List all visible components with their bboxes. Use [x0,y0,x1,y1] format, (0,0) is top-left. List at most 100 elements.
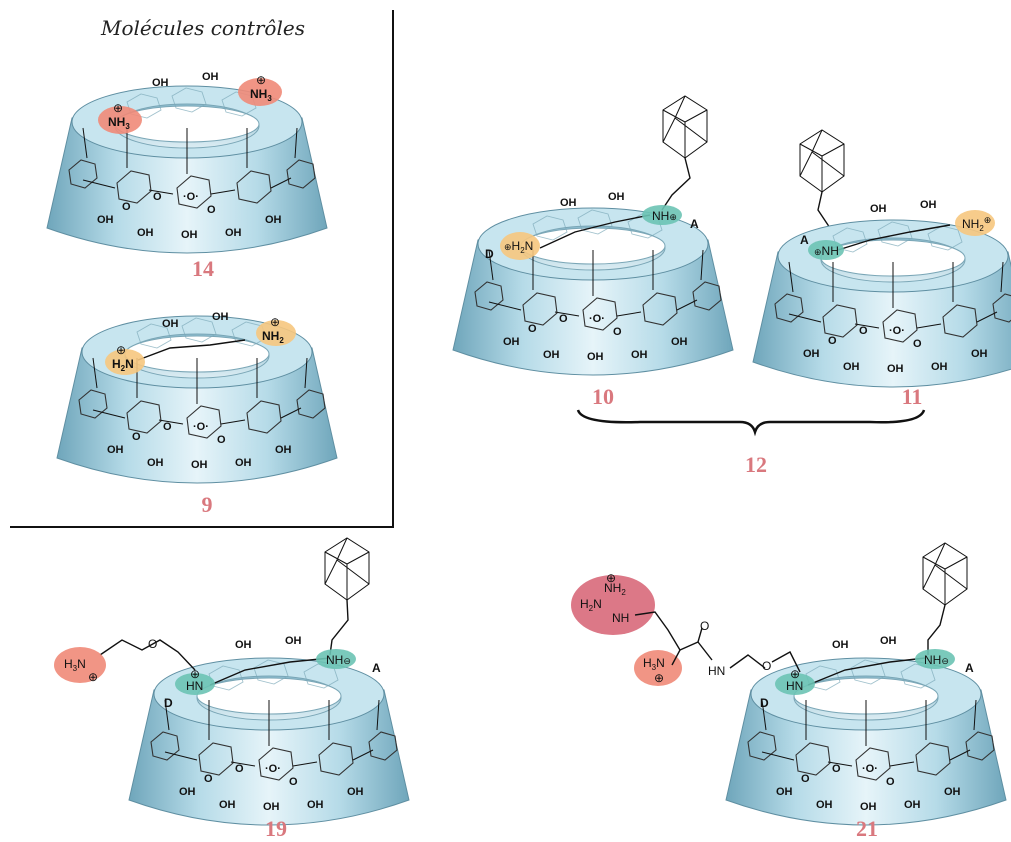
site-d-label: D [164,696,173,710]
svg-text:NH3: NH3 [108,115,130,131]
plus-charge: ⊕ [88,670,98,684]
svg-text:H3N: H3N [643,656,665,672]
oh-label: OH [212,311,229,323]
bridge-chain [807,657,926,686]
peg-chain [99,639,196,671]
svg-text:H2N: H2N [580,597,602,613]
peg-chain [771,651,801,673]
label-10: 10 [592,384,614,409]
bridge-chain [539,214,651,249]
adamantane-cage-icon [324,537,370,601]
plus-charge: ⊕ [256,73,266,87]
linker-chain [661,157,691,211]
molecule-21: O HN O NH2 H2N NH ⊕ H3N ⊕ HN ⊕ NH⊖ A D O… [571,542,1007,826]
nh-label: NH [326,653,343,667]
ammonium-highlight [238,78,282,106]
site-a-label: A [372,661,381,675]
amide-nh-label: HN [708,664,725,678]
ether-oxygen: O [762,659,771,673]
molecule-11: ⊕NH NH2⊕ A OH OH [752,129,1011,388]
svg-text:NH⊖: NH⊖ [326,653,351,667]
cyclodextrin-torus-icon [128,657,410,826]
plus-charge: ⊕ [606,571,616,585]
adamantane-cage-icon [799,129,845,193]
nh-highlight [915,649,955,669]
oh-label: OH [560,197,577,209]
molecule-19: O H3N ⊕ HN ⊕ NH⊖ A D OH OH [54,537,410,826]
carbonyl-bond [679,627,703,651]
linker-chain [329,599,349,656]
bridge-chain [209,657,331,686]
amide-bond [697,641,713,661]
oh-label: OH [880,635,897,647]
plus-charge: ⊕ [270,315,280,329]
label-12: 12 [745,452,767,477]
nh2-label: NH [262,329,279,343]
guanidinium-nh2: NH [604,581,621,595]
frame-title: Molécules contrôles [100,16,305,40]
oh-label: OH [162,318,179,330]
site-d-label: D [485,247,494,261]
label-14: 14 [192,256,214,281]
guanidinium-h2n: H [580,597,589,611]
peg-chain [729,654,766,669]
nh-highlight [775,673,815,695]
h2n-label: H [512,239,521,253]
nh-highlight [316,649,356,669]
svg-text:H3N: H3N [64,657,86,673]
svg-text:NH⊖: NH⊖ [924,653,949,667]
nh-label: NH [924,653,941,667]
linker-chain [927,604,946,655]
molecule-10: NH⊕ ⊕H2N A D OH OH [452,95,734,376]
curly-brace-icon [576,409,926,437]
nh-label: NH [822,244,839,258]
ether-oxygen: O [148,637,157,651]
svg-text:⊕H2N: ⊕H2N [504,239,533,255]
svg-text:H2N: H2N [112,357,134,373]
site-a-label: A [690,217,699,231]
cyclodextrin-torus-icon [46,85,328,254]
svg-text:NH2: NH2 [604,581,626,597]
plus-charge: ⊕ [654,671,664,685]
cyclodextrin-torus-icon [725,657,1007,826]
molecule-9: H2N ⊕ NH2 ⊕ OH OH [56,311,338,484]
oh-label: OH [920,199,937,211]
nh3-label: NH [108,115,125,129]
plus-charge: ⊕ [113,101,123,115]
ammonium-highlight [955,210,995,236]
cyclodextrin-torus-icon [752,219,1011,388]
nh2-label: NH [962,217,979,231]
label-21: 21 [856,816,878,841]
ammonium-highlight [500,232,540,260]
svg-text:NH⊕: NH⊕ [652,209,677,223]
cyclodextrin-torus-icon [56,315,338,484]
svg-text:NH3: NH3 [250,87,272,103]
adamantane-cage-icon [922,542,968,606]
hn-label: HN [186,679,203,693]
nh-highlight [175,673,215,695]
h3n-label: H [643,656,652,670]
oh-label: OH [152,77,169,89]
bridge-chain [837,224,951,251]
oh-label: OH [202,71,219,83]
ammonium-highlight [98,106,142,134]
nh3-label: NH [250,87,267,101]
plus-charge: ⊕ [116,343,126,357]
ammonium-highlight [256,320,296,346]
cyclodextrin-torus-icon [452,207,734,376]
label-9: 9 [202,492,213,517]
nh-label: NH [652,209,669,223]
oh-label: OH [870,203,887,215]
carbonyl-oxygen: O [700,619,709,633]
label-11: 11 [902,384,923,409]
guanidinium-nh: NH [612,611,629,625]
ammonium-highlight [105,349,145,375]
h3n-label: H [64,657,73,671]
adamantane-cage-icon [662,95,708,159]
site-a-label: A [800,233,809,247]
ammonium-highlight [54,647,106,683]
plus-charge: ⊕ [790,667,800,681]
oh-label: OH [285,635,302,647]
guanidinium-highlight [571,575,655,635]
